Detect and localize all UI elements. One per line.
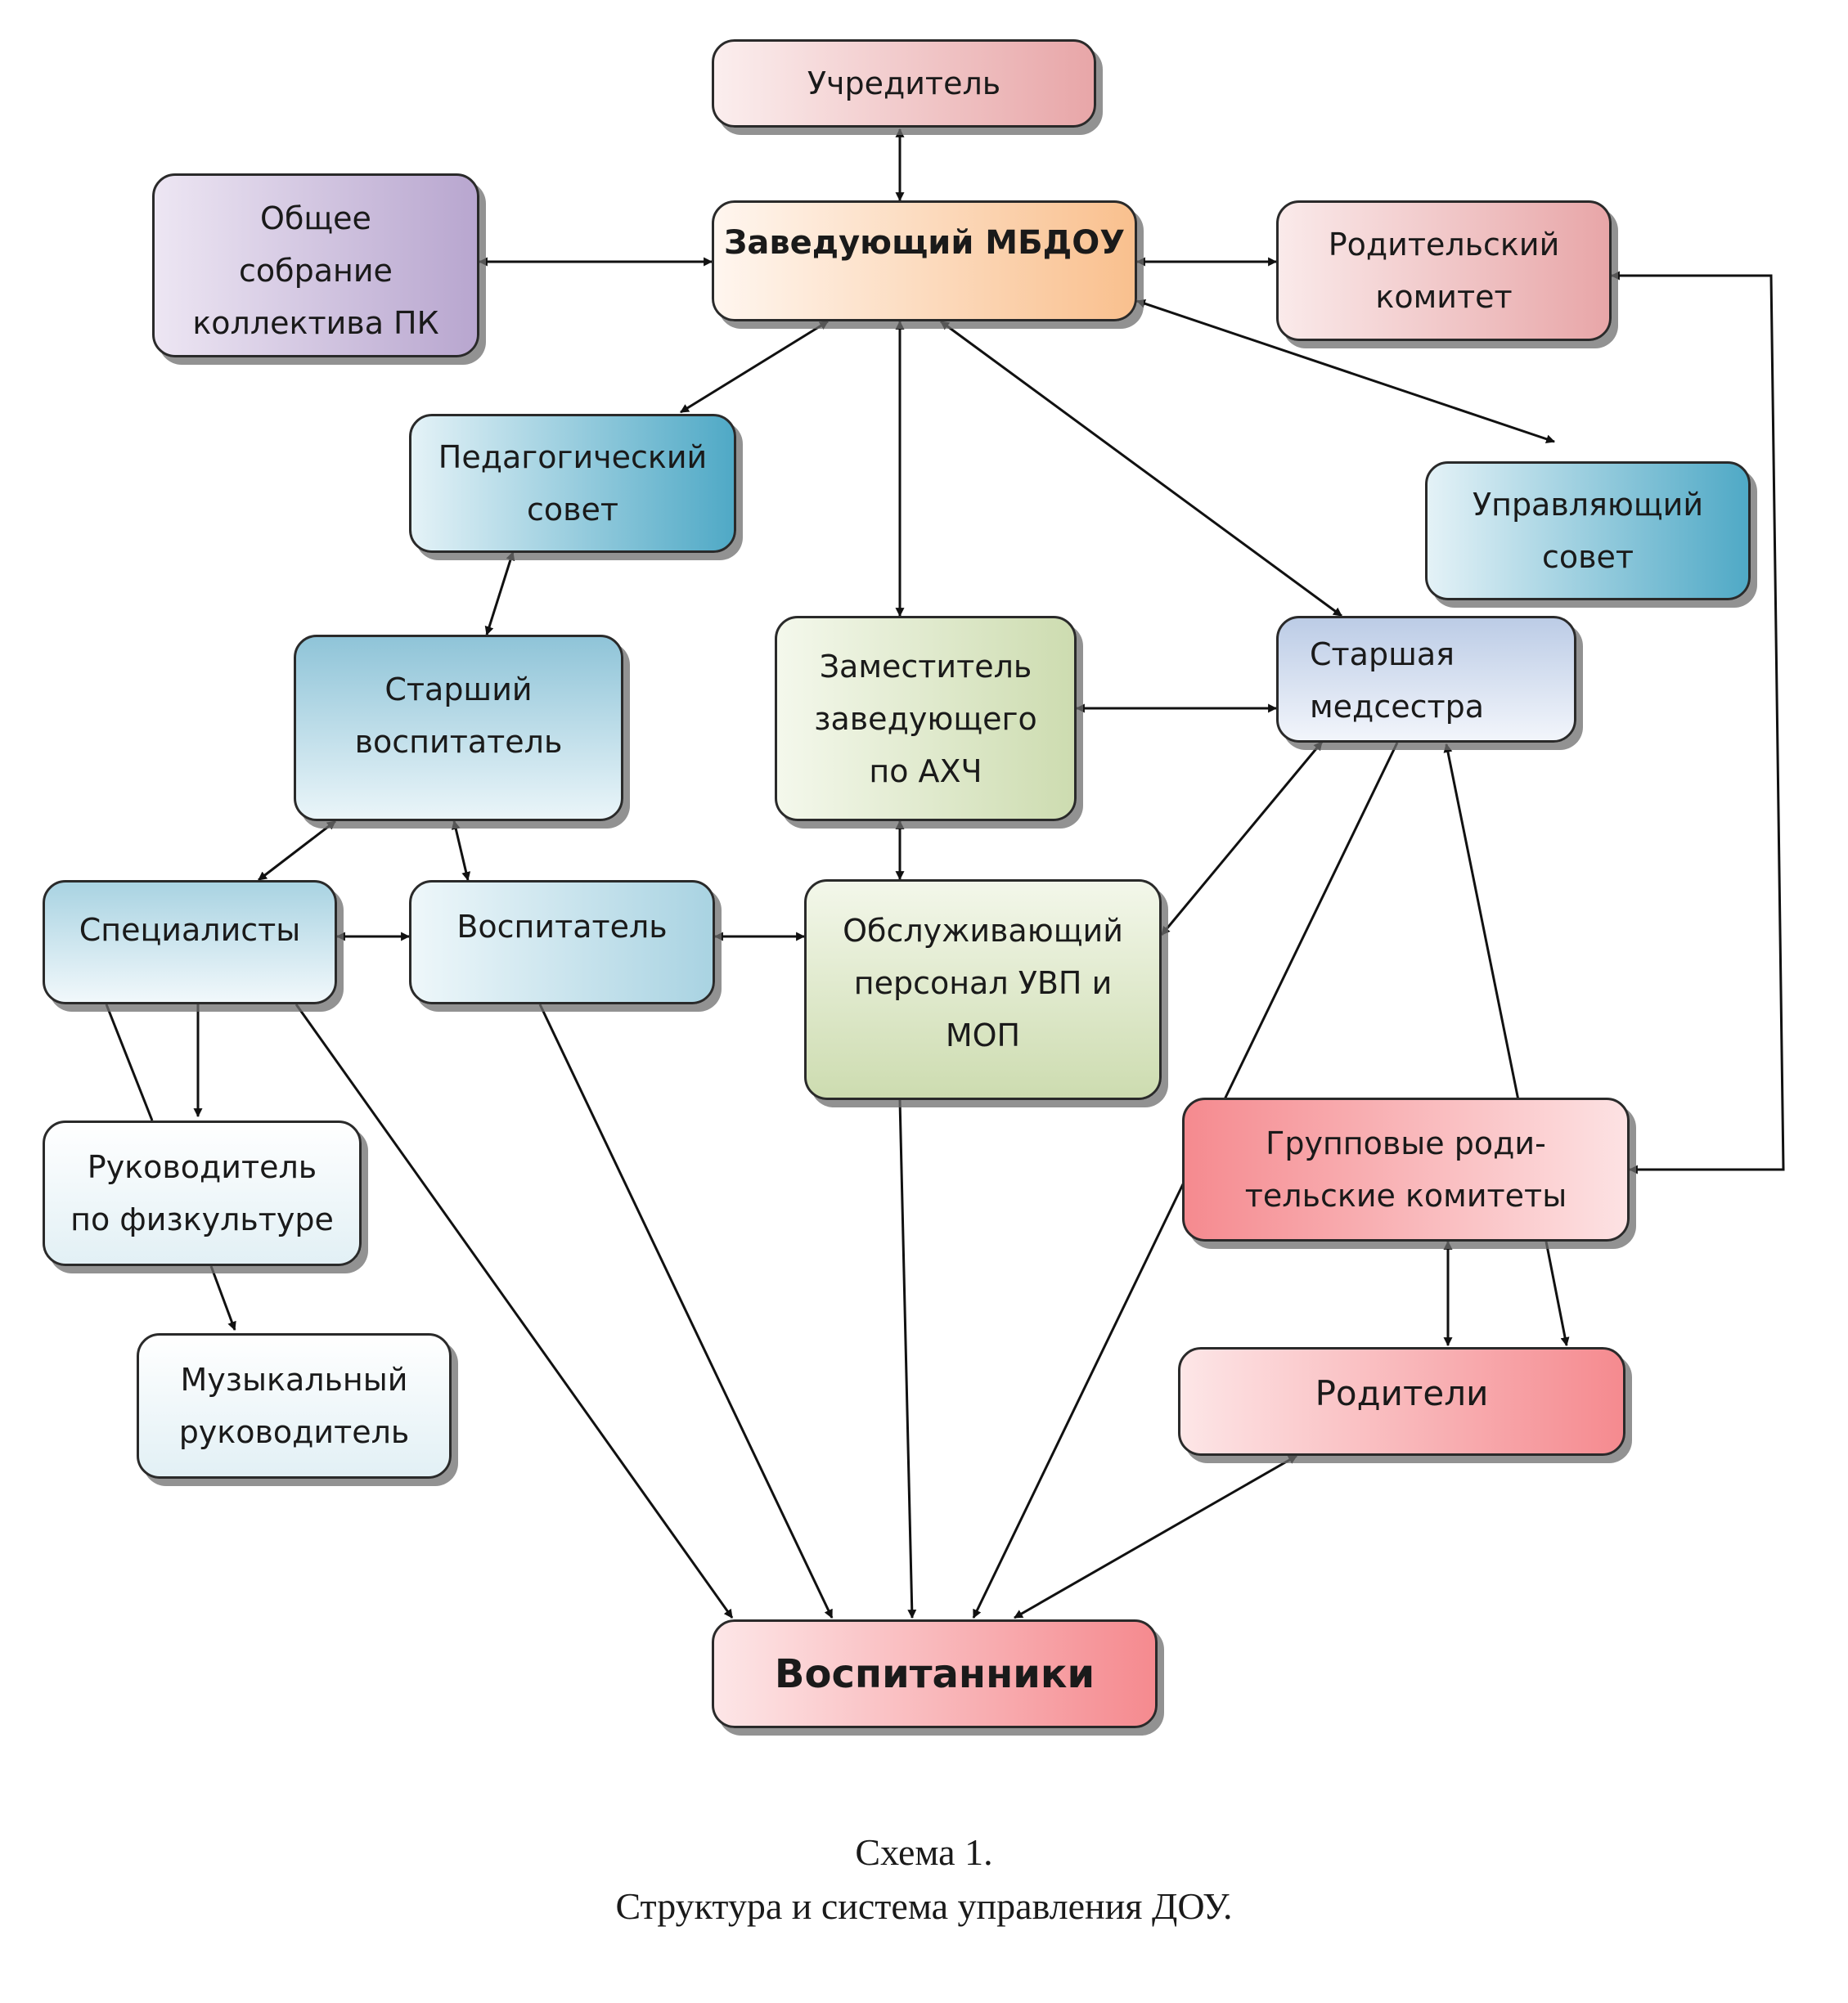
arrow-obsluzh-vospitanniki [898,1099,917,1619]
node-vospitatel: Воспитатель [409,880,715,1004]
node-obsluzhivayushchiy: Обслуживающий персонал УВП и МОП [804,879,1162,1100]
arrow-fizkultura-muzyka [209,1265,236,1332]
arrow-zaveduyushchiy-pedsovet [680,320,829,414]
arrow-gruppovye-medsestra [1443,743,1520,1101]
node-starshaya-medsestra: Старшая медсестра [1276,616,1576,743]
node-muzykalnyy-rukovoditel: Музыкальный руководитель [137,1333,452,1479]
node-rukovoditel-fizkultury: Руководитель по физкультуре [43,1121,362,1266]
node-upravlyayushchiy-sovet: Управляющий совет [1425,461,1751,600]
arrow-spetsialisty-vospitanniki [295,1004,734,1619]
arrow-pedsovet-starshiy [484,550,515,636]
arrow-vospitatel-vospitanniki [538,1004,834,1619]
caption-line-2: Структура и система управления ДОУ. [615,1885,1233,1927]
arrow-starshiy-spetsialisty [258,820,336,882]
arrow-zaveduyushchiy-upravsovet [1135,299,1556,444]
node-roditelskiy-komitet: Родительский комитет [1276,200,1612,341]
node-zaveduyushchiy: Заведующий МБДОУ [712,200,1137,321]
node-starshiy-vospitatel: Старший воспитатель [294,635,623,821]
arrow-starshiy-vospitatel [451,820,471,882]
arrow-zaveduyushchiy-medsestra [940,320,1342,618]
node-obshchee-sobranie: Общее собрание коллектива ПК [152,173,479,357]
caption-line-1: Схема 1. [855,1831,993,1873]
node-zamestitel: Заместитель заведующего по АХЧ [775,616,1077,821]
node-uchreditel: Учредитель [712,39,1096,128]
arrow-roditeli-vospitanniki [1014,1454,1297,1619]
node-spetsialisty: Специалисты [43,880,337,1004]
node-vospitanniki: Воспитанники [712,1619,1158,1728]
line-spetsialisty-fizkultura [105,1004,154,1121]
node-pedagogicheskiy-sovet: Педагогический совет [409,414,736,553]
node-gruppovye-komitety: Групповые роди- тельские комитеты [1182,1098,1630,1242]
node-roditeli: Родители [1178,1347,1625,1456]
arrow-rodkomitet-gruppovye [1610,271,1785,1174]
arrow-gruppovye-roditeli-2 [1544,1241,1570,1347]
arrow-obsluzh-medsestra [1160,741,1324,936]
